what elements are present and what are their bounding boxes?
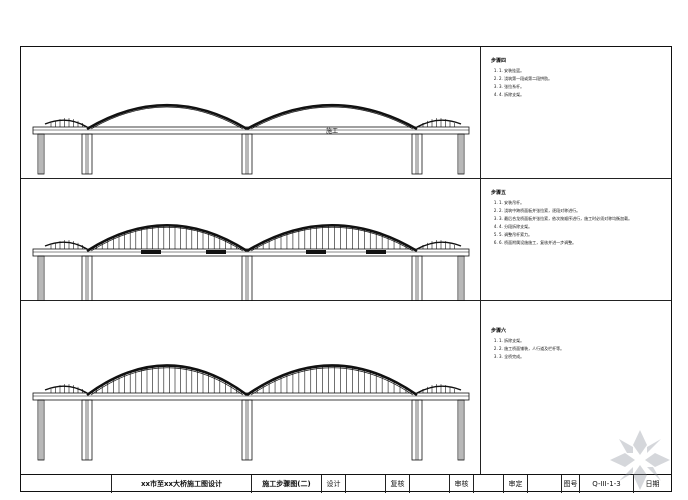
title-block: xx市至xx大桥施工图设计 施工步骤图(二) 设计 复核 审核 审定 图号 Q-… <box>21 474 671 493</box>
note-item: 3. 全桥完成。 <box>499 353 671 361</box>
side-arch <box>44 119 88 128</box>
arch-rib <box>86 103 248 131</box>
step-panel-5: 步骤五 1. 安装吊杆。 2. 浇筑中跨桥面板并张拉索，逐段对称进行。 3. 最… <box>21 179 671 301</box>
project-name: xx市至xx大桥施工图设计 <box>111 475 251 493</box>
bridge-pier <box>457 133 465 175</box>
bridge-elevation-step-4: 施工 <box>21 47 481 178</box>
step-panel-4: 施工 步骤四 1. 安装挂篮。 2. 浇筑第一段或第二段拱肋。 3. 张拉系杆。… <box>21 47 671 179</box>
bridge-elevation-step-5 <box>21 179 481 301</box>
arch-rib-inner <box>250 226 414 252</box>
side-arch <box>44 241 88 250</box>
bridge-pier <box>457 399 465 461</box>
bridge-pier <box>37 399 45 461</box>
bridge-pier <box>81 255 93 301</box>
bridge-pier <box>37 133 45 175</box>
arch-rib-inner <box>90 106 244 130</box>
bridge-pier <box>241 133 253 175</box>
step-panel-6: 步骤六 1. 拆除支架。 2. 施工桥面铺装，人行道及栏杆等。 3. 全桥完成。 <box>21 301 671 474</box>
bridge-drawing <box>32 364 470 461</box>
arch-rib <box>86 224 248 253</box>
drawing-sheet: 施工 步骤四 1. 安装挂篮。 2. 浇筑第一段或第二段拱肋。 3. 张拉系杆。… <box>20 46 672 493</box>
arch-rib <box>246 224 418 253</box>
notes-list: 1. 拆除支架。 2. 施工桥面铺装，人行道及栏杆等。 3. 全桥完成。 <box>491 337 671 361</box>
note-item: 2. 施工桥面铺装，人行道及栏杆等。 <box>499 345 671 353</box>
step-notes: 步骤四 1. 安装挂篮。 2. 浇筑第一段或第二段拱肋。 3. 张拉系杆。 4.… <box>481 47 671 178</box>
note-item: 2. 浇筑中跨桥面板并张拉索，逐段对称进行。 <box>499 207 671 215</box>
bridge-elevation-step-6 <box>21 301 481 474</box>
review-sign <box>473 475 503 493</box>
arch-rib <box>246 103 418 131</box>
deck-segment-marker <box>141 250 161 254</box>
side-arch <box>44 385 88 394</box>
bridge-drawing: 施工 <box>32 103 470 175</box>
note-item: 4. 拆除支架。 <box>499 91 671 99</box>
deck-segment-marker <box>366 250 386 254</box>
deck-segment-marker <box>206 250 226 254</box>
check-label: 复核 <box>385 475 409 493</box>
bridge-pier <box>411 399 423 461</box>
watermark-logo <box>610 430 670 490</box>
step-notes: 步骤五 1. 安装吊杆。 2. 浇筑中跨桥面板并张拉索，逐段对称进行。 3. 最… <box>481 179 671 300</box>
step-notes: 步骤六 1. 拆除支架。 2. 施工桥面铺装，人行道及栏杆等。 3. 全桥完成。 <box>481 301 671 474</box>
arch-rib-inner <box>90 367 244 396</box>
review-label: 审核 <box>449 475 473 493</box>
side-arch <box>416 119 462 128</box>
date-label: 日期 <box>633 475 671 493</box>
bridge-deck <box>32 392 470 401</box>
note-item: 1. 安装挂篮。 <box>499 67 671 75</box>
arch-rib-inner <box>250 106 414 130</box>
check-sign <box>409 475 449 493</box>
sheet-number-label: 图号 <box>561 475 579 493</box>
note-item: 3. 最后合龙桥面板并张拉索，依次按顺序进行，施工时必须对称均衡加载。 <box>499 215 671 223</box>
step-title: 步骤五 <box>491 190 507 196</box>
bridge-pier <box>81 399 93 461</box>
note-item: 4. 分段拆除支架。 <box>499 223 671 231</box>
deck-segment-marker <box>306 250 326 254</box>
bridge-pier <box>457 255 465 301</box>
arch-rib-inner <box>250 367 414 396</box>
note-item: 3. 张拉系杆。 <box>499 83 671 91</box>
drawing-name: 施工步骤图(二) <box>251 475 321 493</box>
arch-rib <box>246 364 418 397</box>
bridge-pier <box>411 133 423 175</box>
bridge-pier <box>241 255 253 301</box>
bridge-pier <box>411 255 423 301</box>
notes-list: 1. 安装挂篮。 2. 浇筑第一段或第二段拱肋。 3. 张拉系杆。 4. 拆除支… <box>491 67 671 99</box>
arch-rib-inner <box>90 226 244 252</box>
note-item: 6. 桥面附属设施施工，复核并进一步调整。 <box>499 239 671 247</box>
bridge-pier <box>81 133 93 175</box>
bridge-drawing <box>32 224 470 301</box>
bridge-pier <box>37 255 45 301</box>
span-label: 施工 <box>326 127 338 135</box>
step-title: 步骤四 <box>491 58 507 64</box>
design-label: 设计 <box>321 475 345 493</box>
step-title: 步骤六 <box>491 328 507 334</box>
design-sign <box>345 475 385 493</box>
note-item: 2. 浇筑第一段或第二段拱肋。 <box>499 75 671 83</box>
sheet-number: Q-III-1-3 <box>579 475 633 493</box>
side-arch <box>416 385 462 394</box>
note-item: 1. 拆除支架。 <box>499 337 671 345</box>
note-item: 5. 调整吊杆索力。 <box>499 231 671 239</box>
approve-sign <box>527 475 561 493</box>
note-item: 1. 安装吊杆。 <box>499 199 671 207</box>
approve-label: 审定 <box>503 475 527 493</box>
side-arch <box>416 241 462 250</box>
arch-rib <box>86 364 248 397</box>
notes-list: 1. 安装吊杆。 2. 浇筑中跨桥面板并张拉索，逐段对称进行。 3. 最后合龙桥… <box>491 199 671 247</box>
bridge-pier <box>241 399 253 461</box>
